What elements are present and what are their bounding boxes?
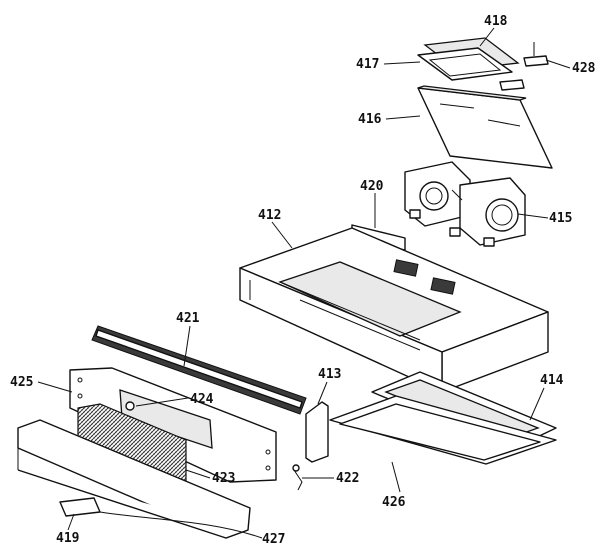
callout-413: 413	[318, 367, 341, 382]
callout-414: 414	[540, 373, 564, 388]
callout-418: 418	[484, 14, 508, 29]
callout-416: 416	[358, 112, 382, 127]
part-427-lower-cover	[17, 419, 251, 539]
part-428-clip	[499, 42, 549, 91]
part-421-trim-strip	[91, 325, 307, 415]
callout-421: 421	[176, 311, 200, 326]
callout-428: 428	[572, 61, 596, 76]
part-418-top-cover	[417, 37, 520, 81]
callout-412: 412	[258, 208, 281, 223]
callout-420: 420	[360, 179, 384, 194]
part-422-screw	[292, 464, 303, 491]
part-419-small-filter	[59, 497, 101, 517]
callout-422: 422	[336, 471, 359, 486]
callout-415: 415	[549, 211, 572, 226]
callout-426: 426	[382, 495, 406, 510]
callout-424: 424	[190, 392, 214, 407]
callout-417: 417	[356, 57, 379, 72]
part-413-side-bracket	[305, 401, 329, 463]
part-426-filter	[329, 395, 557, 465]
callout-423: 423	[212, 471, 235, 486]
callouts: 418 417 428 416 420 415 412 421 413 414 …	[10, 14, 596, 547]
callout-425: 425	[10, 375, 33, 390]
part-412-main-housing	[239, 227, 549, 393]
part-416-back-panel	[417, 85, 553, 169]
part-415-blower-assembly	[404, 161, 526, 247]
callout-427: 427	[262, 532, 285, 547]
callout-419: 419	[56, 531, 79, 546]
